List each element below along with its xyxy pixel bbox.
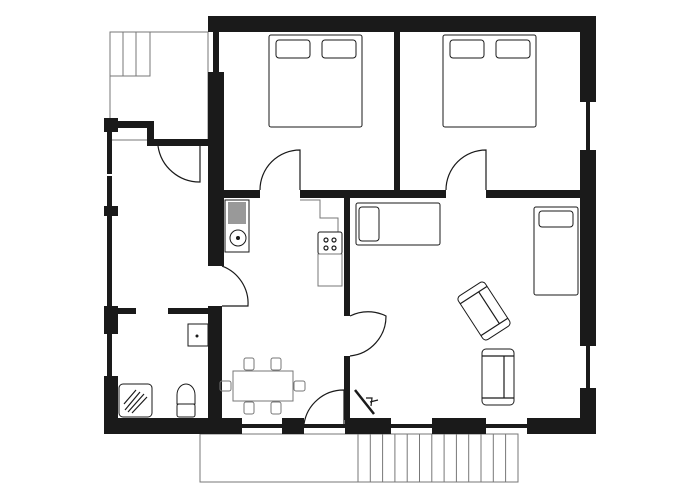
armchair-icon — [457, 281, 511, 341]
walls — [104, 16, 596, 434]
stove-icon — [317, 231, 343, 255]
double-bed-icon — [268, 34, 363, 128]
door-icon[interactable] — [157, 145, 201, 183]
toilet-icon — [176, 383, 196, 418]
bottom-terrace — [199, 433, 359, 483]
shower-icon — [118, 383, 153, 418]
armchair-icon — [481, 348, 515, 406]
single-bed-icon — [533, 206, 579, 296]
sofa-icon — [355, 202, 441, 246]
fireplace-icon — [354, 389, 379, 415]
dining-table-icon — [219, 357, 306, 415]
door-icon[interactable] — [221, 265, 249, 307]
kitchen-counter — [224, 199, 343, 287]
double-bed-icon — [442, 34, 537, 128]
doors — [157, 145, 487, 425]
bottom-stairs — [357, 433, 519, 483]
door-icon[interactable] — [349, 311, 387, 357]
door-icon[interactable] — [303, 389, 345, 425]
door-icon[interactable] — [259, 149, 301, 191]
washbasin-icon — [187, 323, 209, 347]
door-icon[interactable] — [445, 149, 487, 191]
